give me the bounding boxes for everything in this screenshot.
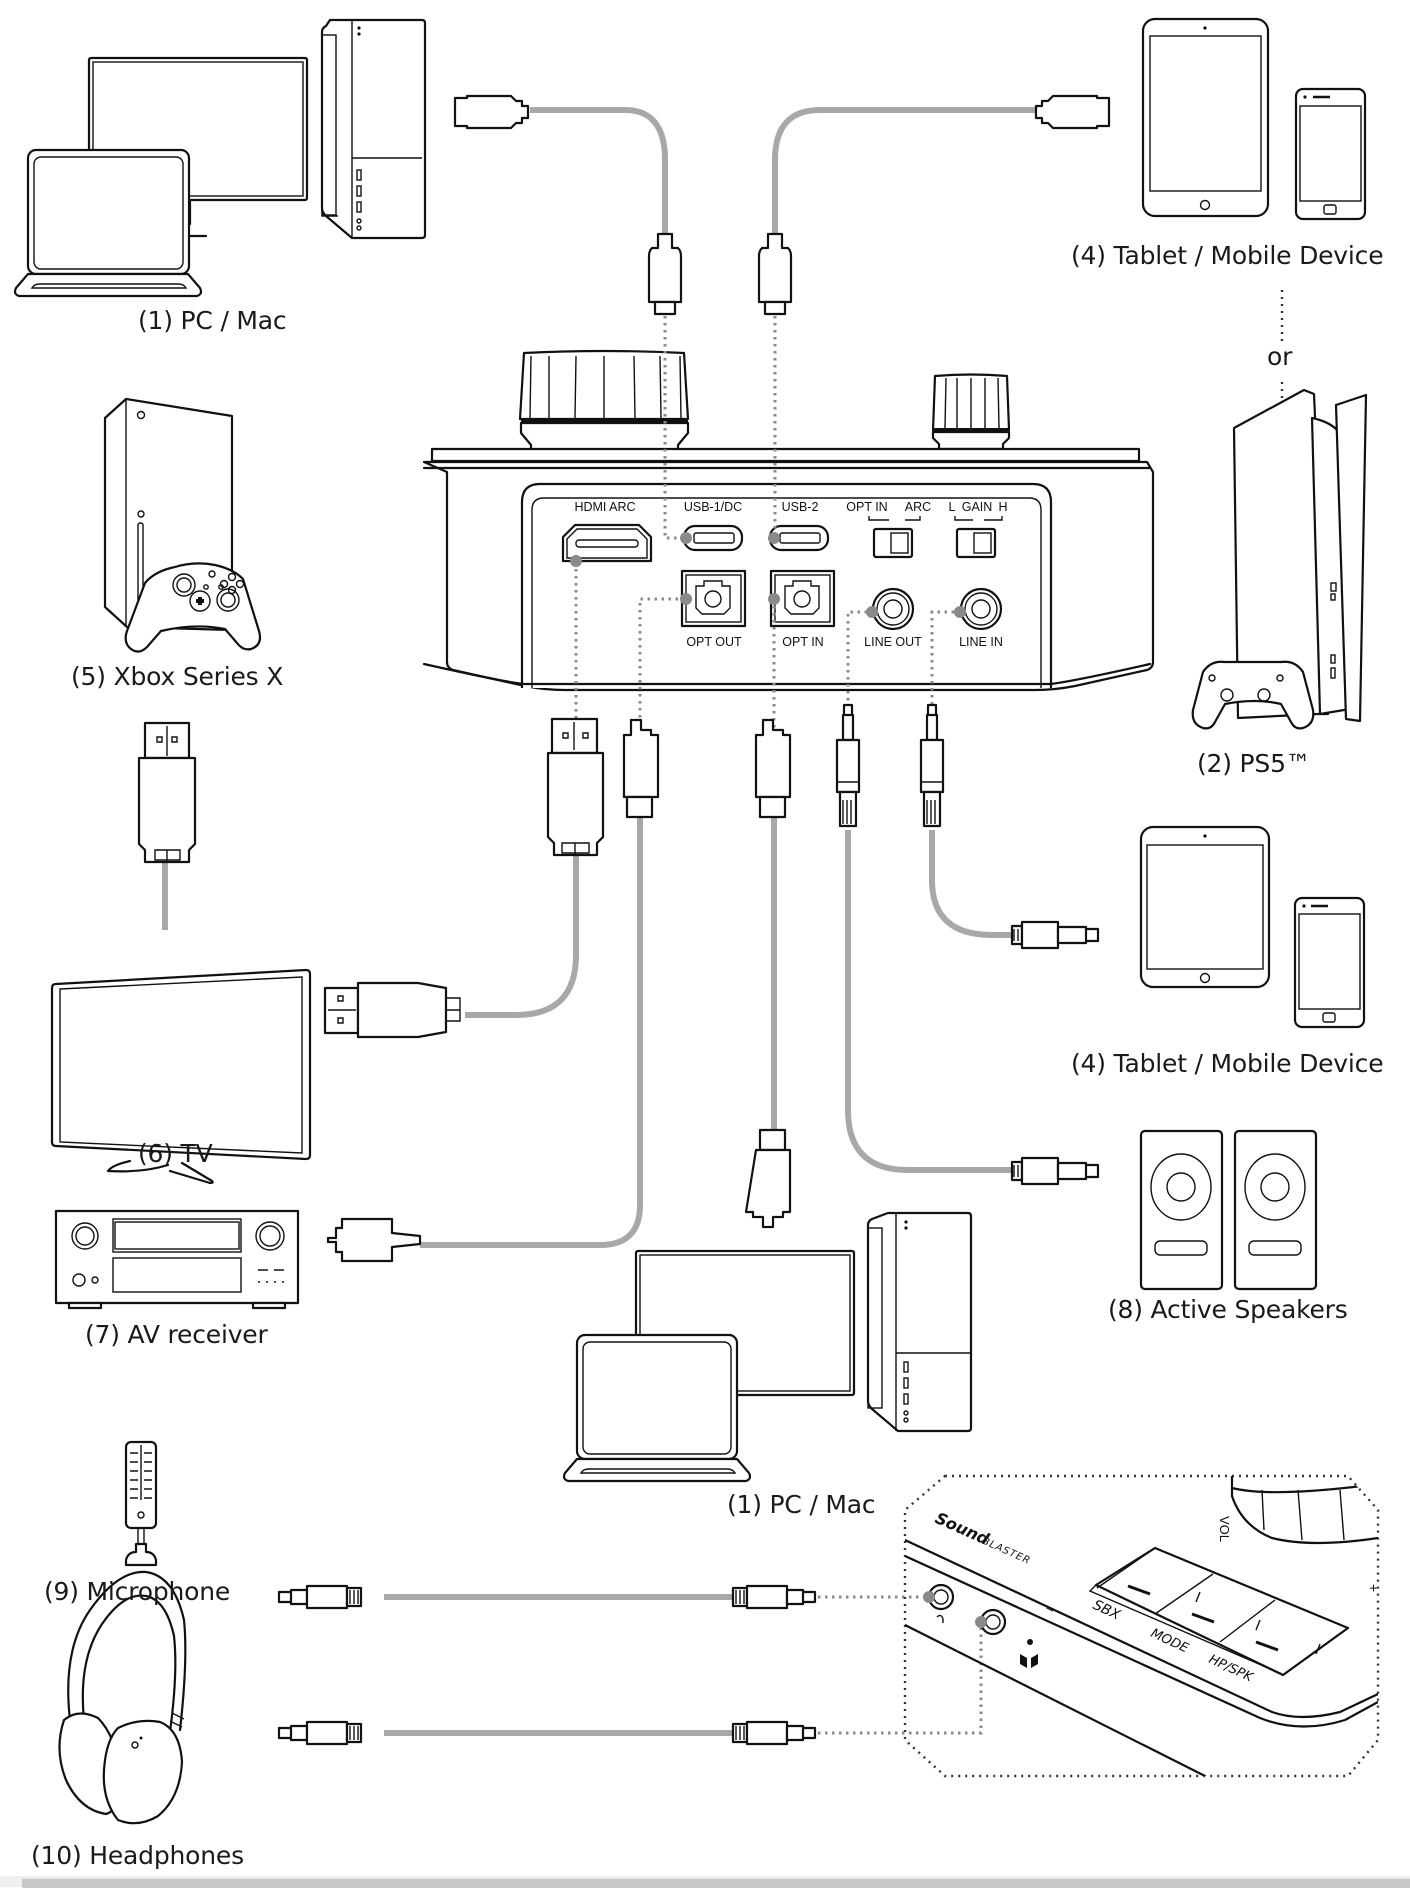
pc-mac-bottom-icon	[562, 1211, 973, 1483]
ps5-icon	[1191, 388, 1368, 730]
switch-label-gain: GAIN	[962, 500, 993, 514]
opt-out-port	[680, 569, 747, 628]
vol-label: VOL	[1217, 1516, 1232, 1542]
optical-cable-to-av-receiver	[326, 718, 660, 1263]
active-speakers-icon	[1139, 1129, 1318, 1291]
button-label-sbx: SBX	[1090, 1597, 1123, 1624]
button-label-mode: MODE	[1148, 1626, 1191, 1657]
switch-label-arc: ARC	[905, 500, 931, 514]
vol-minus-label: –	[1044, 1600, 1058, 1617]
gain-knob-small	[931, 373, 1011, 451]
usb-cable-right	[757, 94, 1111, 316]
microphone-icon	[124, 1440, 158, 1567]
usb1-dc-port	[682, 524, 744, 552]
rear-panel-ports	[561, 523, 1003, 631]
label-pc-mac-bottom: (1) PC / Mac	[727, 1490, 876, 1519]
label-ps5: (2) PS5™	[1197, 749, 1311, 778]
port-label-hdmi-arc: HDMI ARC	[574, 500, 635, 514]
front-panel-inset: – VOL + Sound BLASTER SBX MODE HP/SPK	[903, 1474, 1382, 1778]
label-tv: (6) TV	[138, 1139, 213, 1168]
label-active-speakers: (8) Active Speakers	[1108, 1295, 1348, 1324]
port-label-line-in: LINE IN	[959, 635, 1003, 649]
switch-label-opt-in: OPT IN	[846, 500, 887, 514]
label-av-receiver: (7) AV receiver	[85, 1320, 268, 1349]
usb-cable-left	[453, 94, 683, 316]
line-in-port	[959, 587, 1003, 631]
horizontal-scrollbar-thumb[interactable]	[22, 1878, 1410, 1888]
port-label-usb2: USB-2	[782, 500, 819, 514]
headphone-cable	[277, 1622, 983, 1746]
label-xbox: (5) Xbox Series X	[71, 662, 284, 691]
hdmi-arc-port	[561, 523, 653, 563]
label-tablet-mobile-mid: (4) Tablet / Mobile Device	[1071, 1049, 1384, 1078]
opt-in-arc-switch	[872, 527, 914, 559]
headphones-icon	[58, 1570, 187, 1825]
vol-plus-label: +	[1366, 1584, 1382, 1592]
rear-panel-labels: HDMI ARC USB-1/DC USB-2 OPT IN ARC L GAI…	[574, 500, 1007, 649]
optical-cable-to-pc	[744, 718, 792, 1229]
port-label-usb1-dc: USB-1/DC	[684, 500, 742, 514]
switch-label-gain-h: H	[998, 500, 1007, 514]
tv-icon	[50, 968, 312, 1185]
mic-cable	[277, 1584, 925, 1610]
brand-blaster: BLASTER	[980, 1536, 1032, 1567]
switch-label-gain-l: L	[949, 500, 956, 514]
av-receiver-icon	[54, 1209, 300, 1310]
hdmi-cable-xbox	[137, 721, 197, 930]
volume-knob-large	[518, 349, 690, 452]
connection-guides	[570, 316, 966, 740]
label-microphone: (9) Microphone	[44, 1577, 231, 1606]
gain-switch	[955, 527, 997, 559]
tablet-mobile-mid-icon	[1139, 825, 1366, 1029]
line-in-cable-to-tablet	[919, 703, 1100, 950]
tablet-mobile-top-icon	[1141, 17, 1367, 221]
hdmi-cable-to-tv	[323, 717, 605, 1039]
label-pc-mac-top: (1) PC / Mac	[138, 306, 287, 335]
line-out-cable-to-speakers	[835, 703, 1100, 1186]
xbox-icon	[103, 397, 262, 653]
port-label-line-out: LINE OUT	[864, 635, 922, 649]
port-label-opt-out: OPT OUT	[686, 635, 742, 649]
label-headphones: (10) Headphones	[31, 1841, 244, 1870]
label-tablet-mobile-top: (4) Tablet / Mobile Device	[1071, 241, 1384, 270]
label-or: or	[1267, 342, 1293, 371]
pc-mac-top-icon	[13, 18, 427, 298]
line-out-port	[871, 587, 915, 631]
opt-in-port	[769, 569, 836, 628]
port-label-opt-in: OPT IN	[782, 635, 823, 649]
